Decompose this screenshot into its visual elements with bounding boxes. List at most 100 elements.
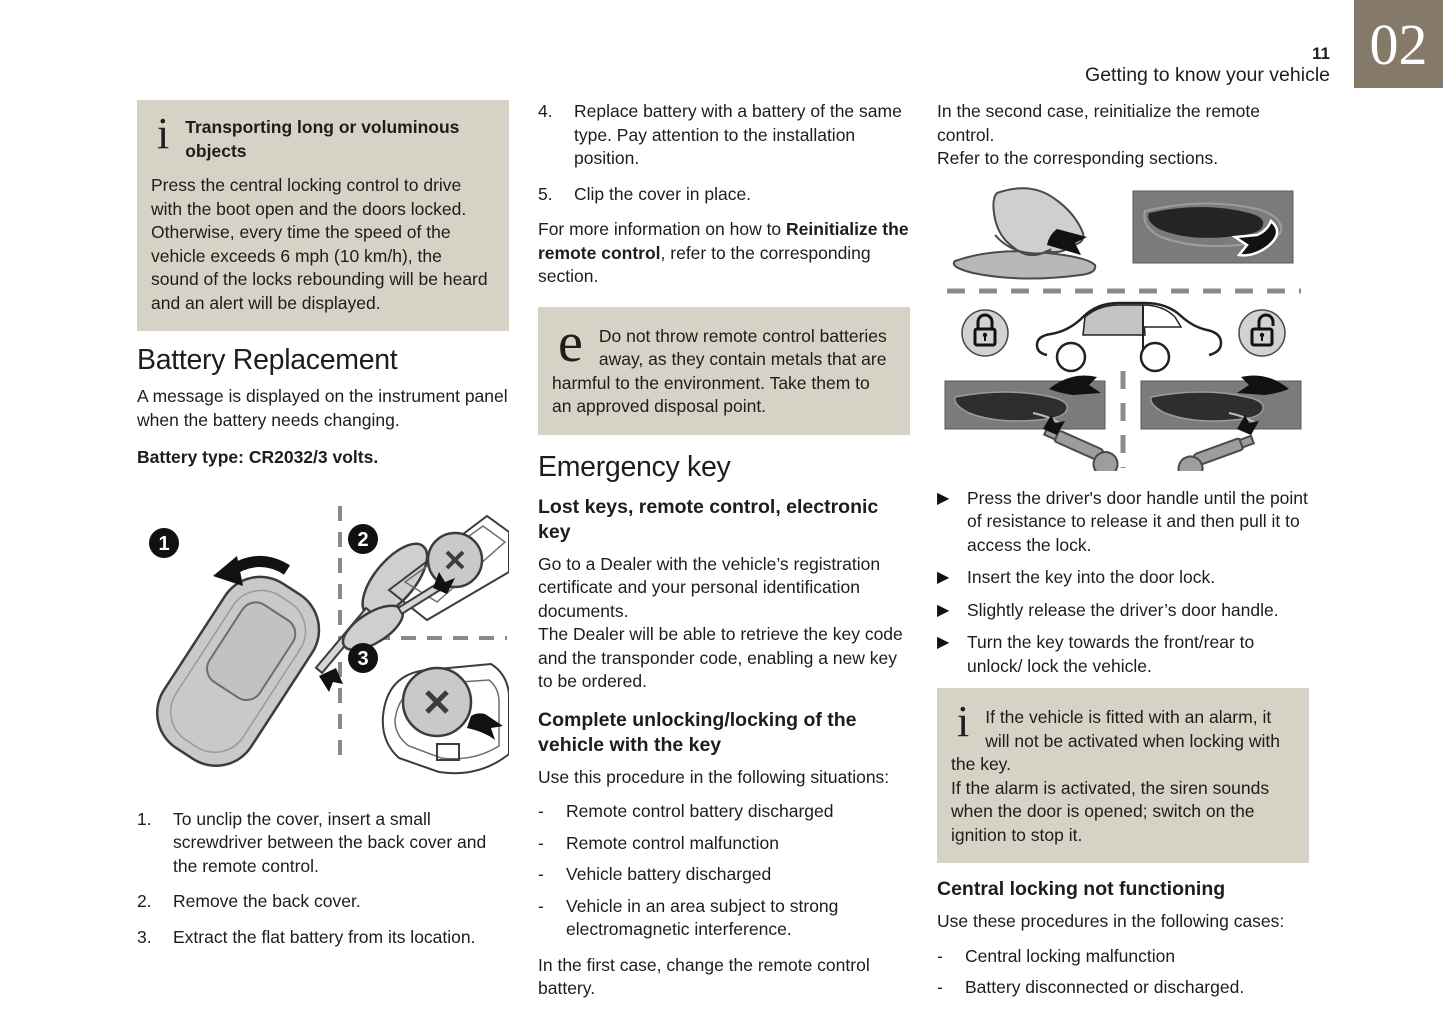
list-item: - Remote control battery discharged: [538, 800, 910, 824]
bullet-text: Remote control malfunction: [566, 832, 780, 853]
arrow-step-text: Turn the key towards the front/rear to u…: [967, 632, 1255, 676]
alarm-body-2: If the alarm is activated, the siren sou…: [951, 777, 1270, 845]
bullet-text: Battery disconnected or discharged.: [965, 977, 1245, 997]
second-case-paragraph: In the second case, reinitialize the rem…: [937, 101, 1260, 145]
lost-keys-paragraph-2: The Dealer will be able to retrieve the …: [538, 624, 903, 691]
key-lock-graphic: [1140, 375, 1302, 471]
chapter-badge: 02: [1354, 0, 1443, 88]
list-item: 5. Clip the cover in place.: [538, 183, 910, 207]
arrow-step-text: Slightly release the driver’s door handl…: [967, 599, 1279, 620]
step-number: 4.: [538, 101, 553, 121]
step-text: Clip the cover in place.: [574, 183, 752, 204]
fob-panel-2: [341, 514, 509, 651]
arrow-step-text: Insert the key into the door lock.: [967, 567, 1216, 587]
subheading-lost-keys: Lost keys, remote control, electronic ke…: [538, 495, 879, 543]
step-badge-2: 2: [348, 523, 378, 554]
step-text: Replace battery with a battery of the sa…: [574, 101, 902, 168]
insert-arrow: [319, 667, 343, 692]
remove-arrow: [467, 712, 503, 740]
step-text: To unclip the cover, insert a small scre…: [173, 808, 487, 876]
step-text: Extract the flat battery from its locati…: [173, 926, 476, 947]
left-column: i Transporting long or voluminous object…: [137, 100, 509, 961]
dash-bullet: -: [538, 801, 544, 821]
refer-sections-paragraph: Refer to the corresponding sections.: [937, 148, 1219, 168]
page-number: 11: [1312, 44, 1330, 63]
battery-steps-list: 1. To unclip the cover, insert a small s…: [137, 808, 509, 950]
list-item: 1. To unclip the cover, insert a small s…: [137, 808, 509, 879]
list-item: ▶ Turn the key towards the front/rear to…: [937, 631, 1309, 678]
svg-text:3: 3: [357, 648, 368, 670]
hand-press-graphic: [952, 186, 1097, 280]
battery-type-line: Battery type: CR2032/3 volts.: [137, 447, 379, 467]
step-number: 3.: [137, 926, 152, 947]
svg-text:2: 2: [357, 529, 368, 551]
first-case-paragraph: In the first case, change the remote con…: [538, 954, 870, 999]
dash-bullet: -: [538, 832, 544, 853]
fob-battery-illustration: 1 2: [149, 505, 509, 774]
step-badge-1: 1: [149, 527, 179, 558]
list-item: 3. Extract the flat battery from its loc…: [137, 926, 509, 950]
car-graphic: [1035, 301, 1223, 372]
cases-list: - Central locking malfunction - Battery …: [937, 945, 1309, 1000]
lost-keys-paragraph-1: Go to a Dealer with the vehicle’s regist…: [538, 553, 881, 621]
battery-intro-paragraph: A message is displayed on the instrument…: [137, 386, 508, 430]
section-title-emergency-key: Emergency key: [538, 450, 731, 483]
step-number: 1.: [137, 808, 152, 829]
environment-body: Do not throw remote control batteries aw…: [552, 325, 887, 417]
arrow-bullet-icon: ▶: [937, 634, 950, 651]
chapter-number: 02: [1369, 11, 1428, 77]
subheading-central-locking: Central locking not functioning: [937, 878, 1226, 900]
reinitialize-paragraph: For more information on how to Reinitial…: [538, 218, 910, 289]
info-box-body: Press the central locking control to dri…: [151, 175, 488, 313]
door-handle-frame: [1132, 190, 1294, 263]
arrow-step-text: Press the driver's door handle until the…: [967, 487, 1308, 555]
key-unlock-graphic: [944, 375, 1119, 471]
list-item: 4. Replace battery with a battery of the…: [538, 100, 910, 171]
step-number: 2.: [137, 891, 152, 911]
list-item: ▶ Insert the key into the door lock.: [937, 566, 1309, 590]
reinit-bold: Reinitialize the remote control: [538, 219, 909, 263]
battery-steps-continued: 4. Replace battery with a battery of the…: [538, 100, 910, 206]
info-box-title: Transporting long or voluminous objects: [185, 117, 460, 161]
page-title: Getting to know your vehicle: [1085, 64, 1330, 86]
fob-panel-1: [155, 542, 429, 767]
dash-bullet: -: [538, 895, 544, 916]
bullet-text: Vehicle in an area subject to strong ele…: [566, 895, 839, 940]
info-box-alarm: i If the vehicle is fitted with an alarm…: [937, 688, 1309, 863]
fob-panel-3: [381, 662, 509, 774]
bullet-text: Vehicle battery discharged: [566, 864, 772, 884]
list-item: - Remote control malfunction: [538, 832, 910, 856]
list-item: - Battery disconnected or discharged.: [937, 976, 1309, 1000]
arrow-bullet-icon: ▶: [937, 601, 950, 619]
door-lock-illustration: [944, 186, 1302, 471]
arrow-bullet-icon: ▶: [937, 569, 950, 586]
svg-text:1: 1: [158, 533, 169, 555]
step-badge-3: 3: [348, 642, 378, 673]
section-title-battery-replacement: Battery Replacement: [137, 344, 398, 376]
step-number: 5.: [538, 183, 553, 204]
list-item: - Central locking malfunction: [937, 945, 1309, 969]
right-column: In the second case, reinitialize the rem…: [937, 100, 1309, 1008]
list-item: - Vehicle in an area subject to strong e…: [538, 895, 910, 942]
lock-closed-icon: [961, 308, 1009, 357]
dash-bullet: -: [937, 977, 943, 997]
step-text: Remove the back cover.: [173, 891, 361, 911]
situations-intro: Use this procedure in the following situ…: [538, 766, 890, 787]
situations-list: - Remote control battery discharged - Re…: [538, 800, 910, 942]
bullet-text: Central locking malfunction: [965, 945, 1176, 966]
reinit-post: , refer to the corresponding section.: [538, 242, 871, 287]
info-icon: i: [957, 697, 970, 746]
list-item: ▶ Press the driver's door handle until t…: [937, 487, 1309, 558]
cases-intro: Use these procedures in the following ca…: [937, 911, 1285, 931]
arrow-bullet-icon: ▶: [937, 489, 950, 507]
list-item: ▶ Slightly release the driver’s door han…: [937, 599, 1309, 623]
dash-bullet: -: [538, 864, 544, 884]
environment-box: e Do not throw remote control batteries …: [538, 306, 910, 435]
middle-column: 4. Replace battery with a battery of the…: [538, 100, 910, 1001]
reinit-pre: For more information on how to: [538, 219, 787, 239]
environment-icon: e: [558, 311, 583, 374]
key-usage-steps: ▶ Press the driver's door handle until t…: [937, 487, 1309, 679]
subheading-complete-unlocking: Complete unlocking/locking of the vehicl…: [538, 708, 857, 756]
bullet-text: Remote control battery discharged: [566, 801, 834, 821]
